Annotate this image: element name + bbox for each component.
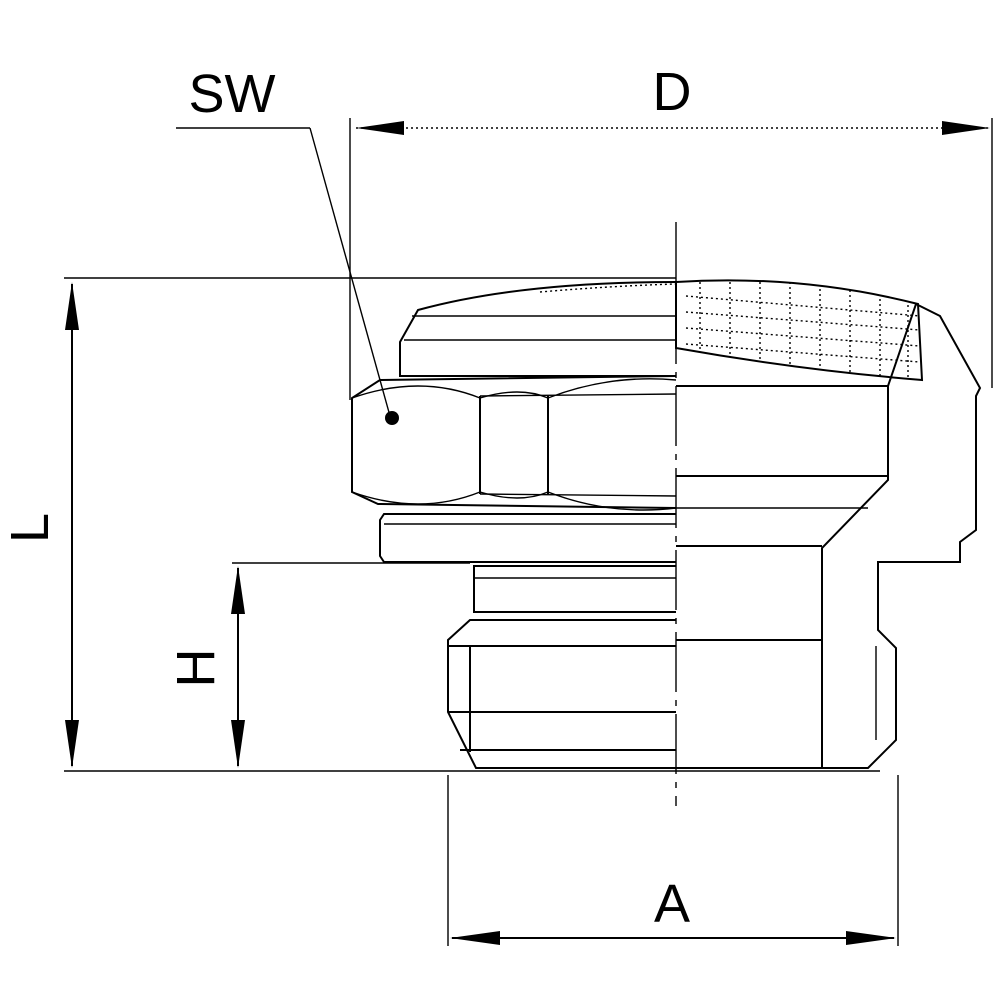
- dimension-d: D: [349, 62, 993, 400]
- hex-bottom-curve: [351, 491, 677, 511]
- cap-vent-edge: [539, 283, 677, 293]
- d-arrow-right: [942, 121, 990, 135]
- l-arrow-top: [65, 282, 79, 330]
- vent-lid: [675, 279, 924, 382]
- neck-outline: [473, 565, 676, 613]
- hex-flat-bottom: [479, 493, 677, 497]
- collar-outline: [379, 513, 676, 563]
- wall-cross-section: [821, 302, 982, 769]
- d-arrow-left: [356, 121, 404, 135]
- l-label: L: [0, 513, 60, 543]
- a-arrow-right: [846, 931, 896, 945]
- a-label: A: [654, 874, 690, 934]
- h-arrow-top: [231, 566, 245, 614]
- h-arrow-bottom: [231, 720, 245, 768]
- hex-flat-top: [479, 393, 677, 397]
- fitting-exterior-view: [351, 281, 677, 769]
- hex-top-curve: [351, 378, 677, 399]
- dimension-h: H: [166, 562, 470, 768]
- cap-outline: [399, 281, 677, 377]
- dimension-a: A: [447, 775, 899, 946]
- sw-leader-dot: [385, 411, 399, 425]
- l-arrow-bottom: [65, 720, 79, 768]
- dimension-l: L: [0, 277, 880, 772]
- h-label: H: [166, 649, 226, 688]
- d-label: D: [653, 62, 692, 122]
- sw-leader-diagonal: [309, 127, 391, 417]
- hex-outline: [351, 375, 677, 509]
- sw-label: SW: [189, 64, 276, 124]
- fitting-section-view: [675, 279, 982, 769]
- a-arrow-left: [450, 931, 500, 945]
- vent-filter-mesh: [685, 282, 921, 380]
- thread-outline: [447, 619, 676, 769]
- dimension-sw: SW: [176, 64, 399, 425]
